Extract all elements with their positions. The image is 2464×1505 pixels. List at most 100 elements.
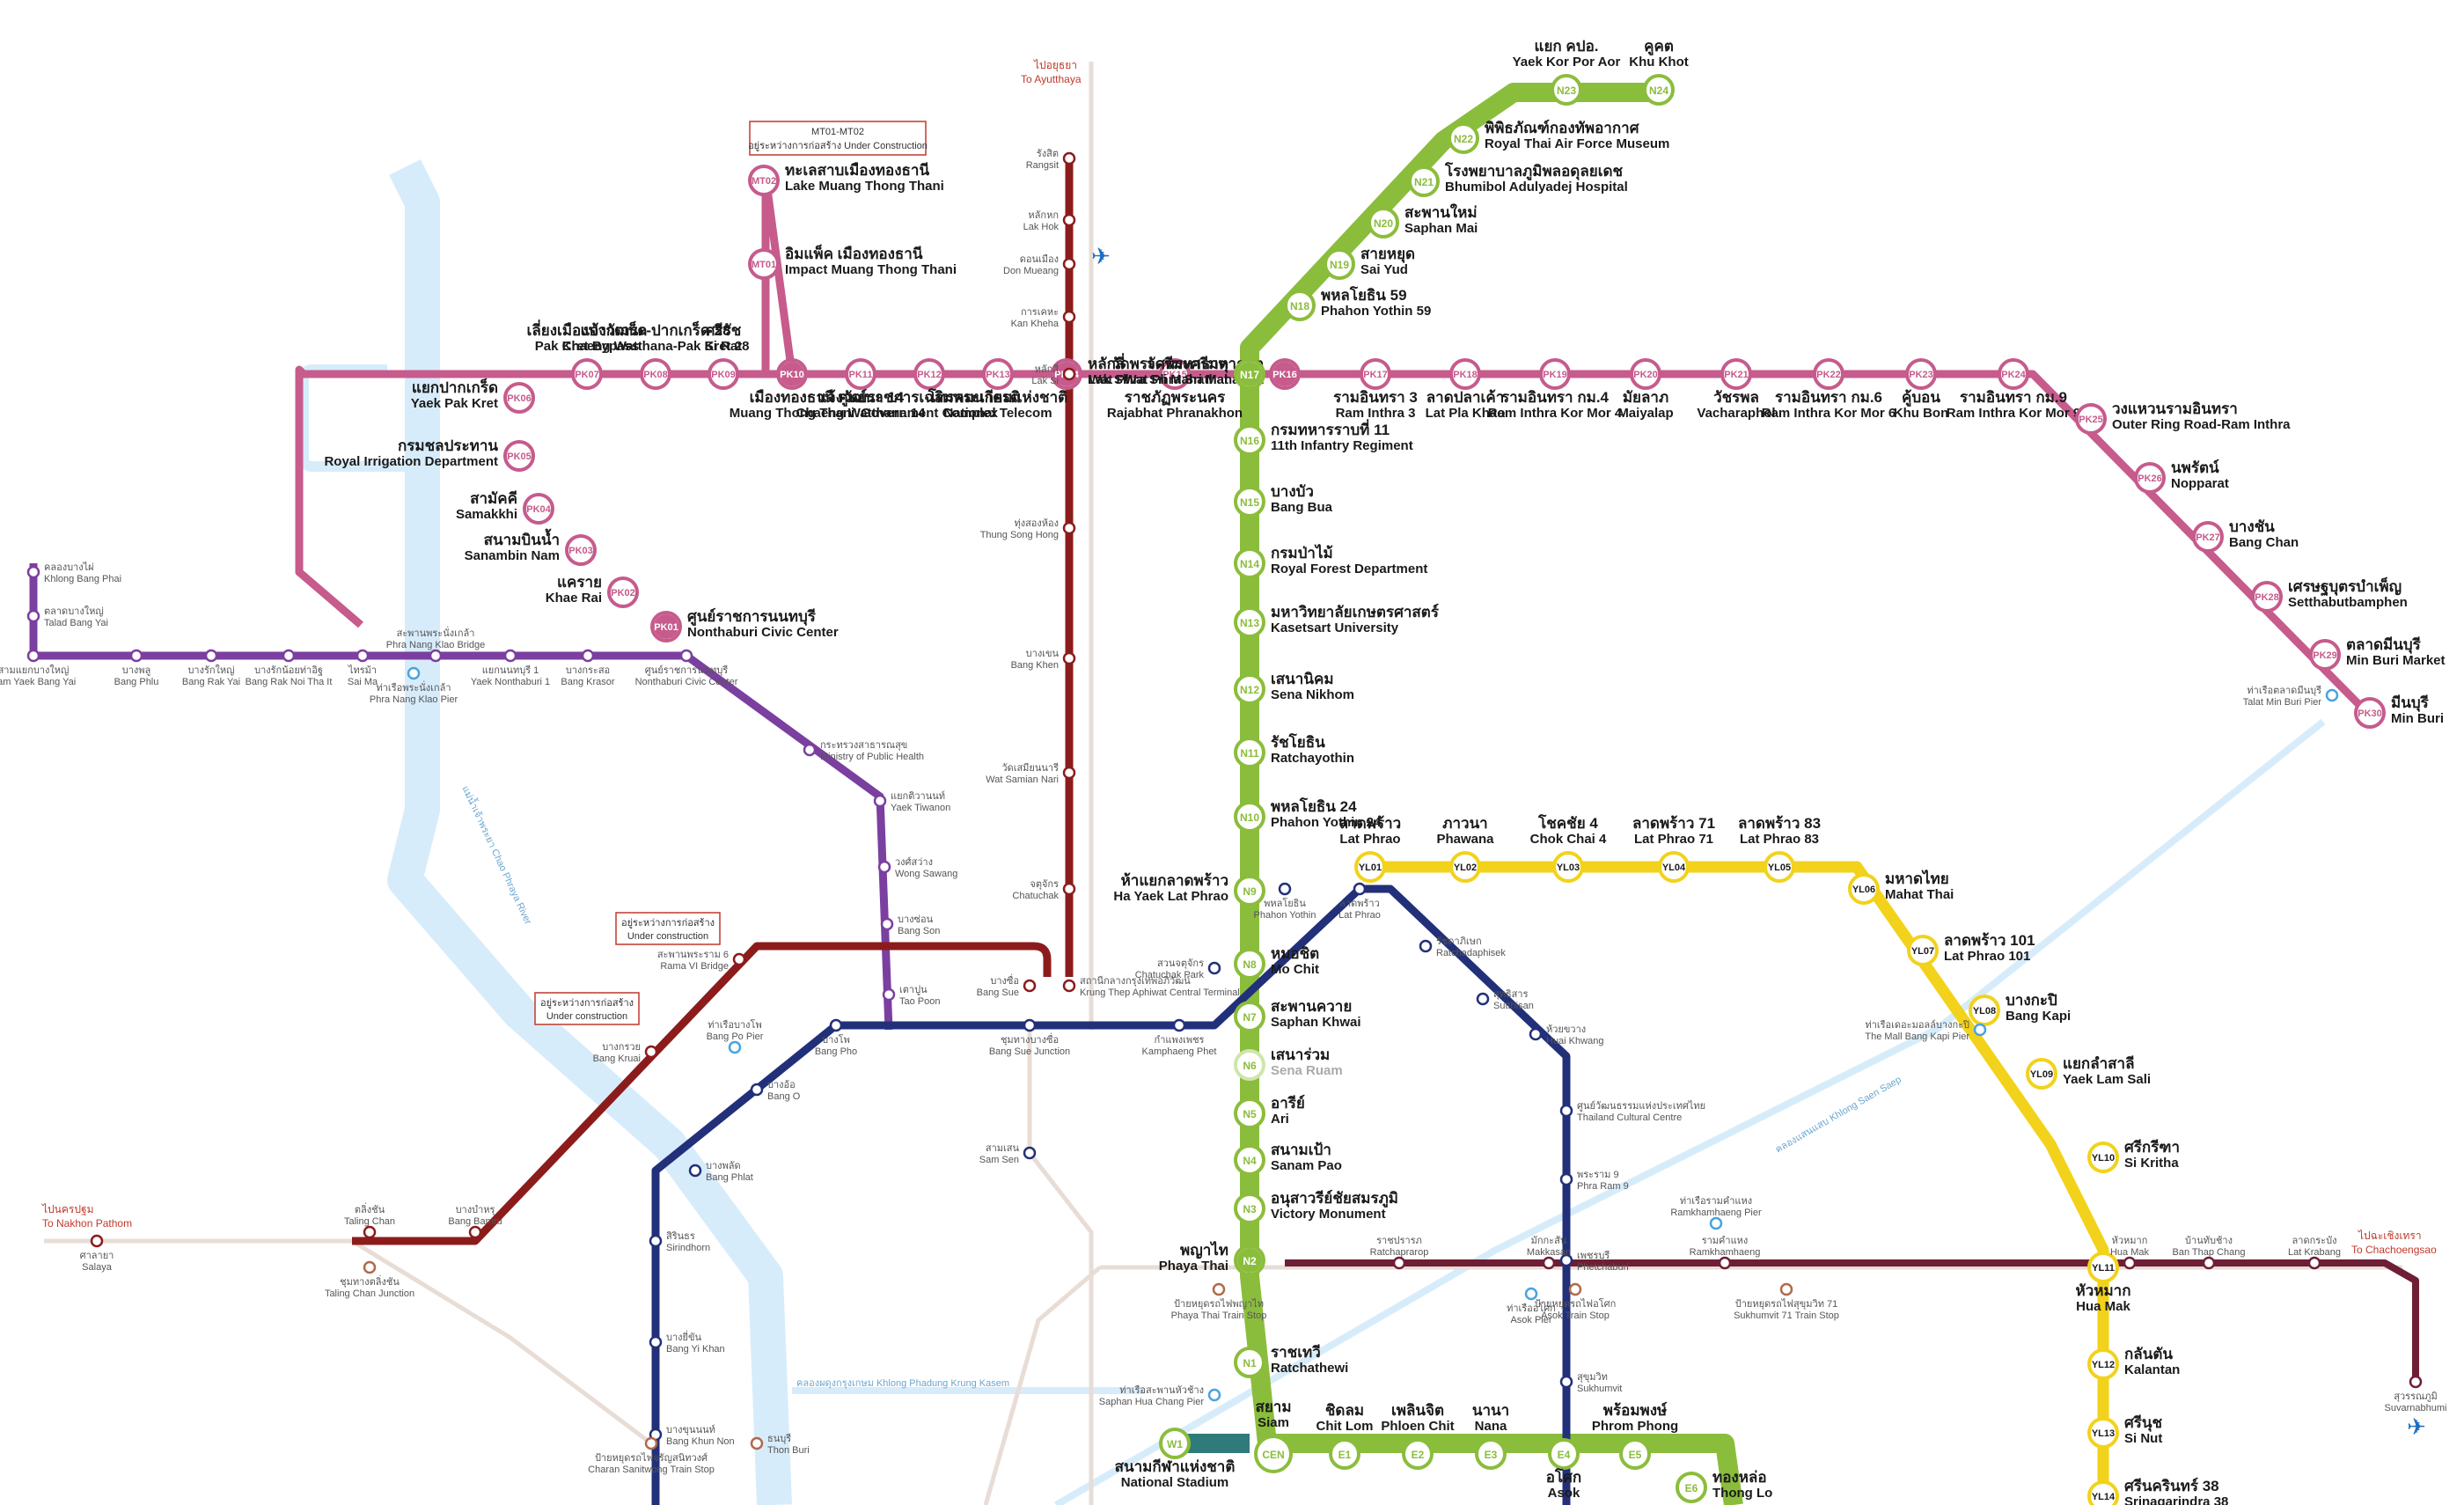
pier-stop-2[interactable]: ท่าเรือตลาดมีนบุรีTalat Min Buri Pier [2243, 685, 2339, 708]
purple-stop-12[interactable]: แยกติวานนท์Yaek Tiwanon [873, 790, 950, 813]
purple-stop-0[interactable]: คลองบางไผ่Khlong Bang Phai [26, 562, 121, 584]
purple-stop-4[interactable]: บางรักใหญ่Bang Rak Yai [182, 649, 240, 687]
purple-stop-10[interactable]: ศูนย์ราชการนนทบุรีNonthaburi Civic Cente… [635, 649, 738, 687]
red-stop-4[interactable]: หลักสี่Lak Si [1031, 362, 1076, 386]
pink-station-pk12[interactable]: PK12ศูนย์ราชการเฉลิมพระเกียรติGovernment… [839, 358, 1020, 421]
blue-stop-6[interactable]: เพชรบุรีPhetchaburi [1559, 1250, 1629, 1273]
rail-stop-5[interactable]: ธนบุรีThon Buri [750, 1433, 810, 1456]
rail-stop-3[interactable]: ป้ายหยุดรถไฟจรัญสนิทวงศ์Charan Sanitwong… [588, 1436, 715, 1475]
purple-stop-3[interactable]: บางพลูBang Phlu [114, 649, 159, 687]
red-stop-7[interactable]: วัดเสมียนนารีWat Samian Nari [986, 762, 1076, 785]
purple-stop-2[interactable]: สามแยกบางใหญ่Sam Yaek Bang Yai [0, 649, 76, 687]
arl-stop-6[interactable]: สุวรรณภูมิSuvarnabhumi [2385, 1375, 2447, 1413]
red-stop-13[interactable]: บางบำหรุBang Bamru [448, 1205, 502, 1239]
